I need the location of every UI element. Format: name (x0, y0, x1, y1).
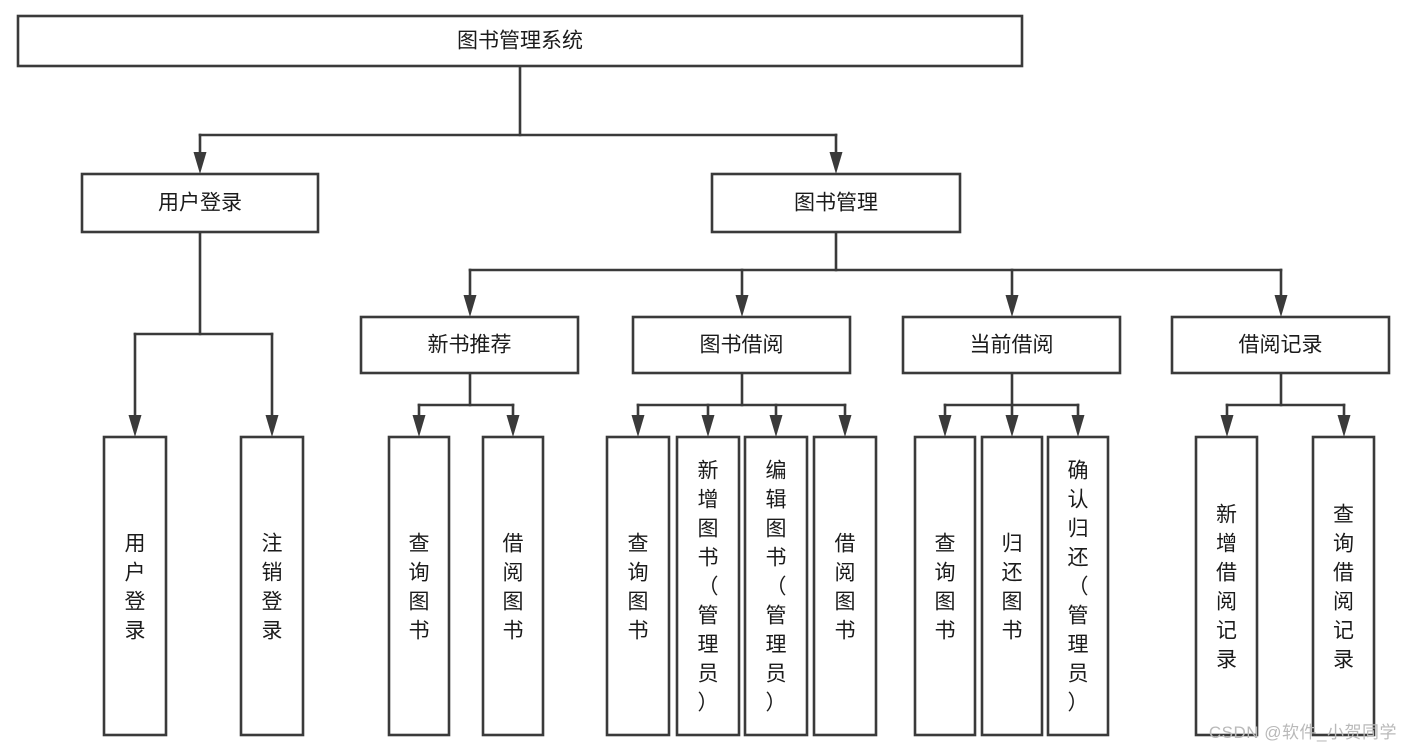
node-borrow-record[interactable]: 借阅记录 (1170, 315, 1391, 375)
node-label-leaf-add-book: 新增图书（管理员） (698, 460, 719, 715)
arrow-head-user-login (193, 152, 207, 174)
arrow-head-book-manage (829, 152, 843, 174)
arrow-head-leaf-add-record (1220, 415, 1234, 437)
node-label-leaf-query-book-2: 查询图书 (628, 533, 649, 643)
arrow-head-leaf-logout (265, 415, 279, 437)
node-layer: 图书管理系统用户登录图书管理新书推荐图书借阅当前借阅借阅记录用户登录注销登录查询… (16, 14, 1391, 737)
node-box-leaf-add-record (1194, 435, 1259, 737)
arrow-head-borrow-record (1274, 295, 1288, 317)
node-box-book-manage (710, 172, 962, 234)
node-leaf-query-book-1[interactable]: 查询图书 (387, 435, 451, 737)
node-label-root: 图书管理系统 (457, 30, 583, 53)
node-root[interactable]: 图书管理系统 (16, 14, 1024, 68)
node-box-new-book-recommend (359, 315, 580, 375)
connector-layer (128, 64, 1351, 437)
node-leaf-query-book-2[interactable]: 查询图书 (605, 435, 671, 737)
arrow-head-leaf-return-book (1005, 415, 1019, 437)
node-book-borrow[interactable]: 图书借阅 (631, 315, 852, 375)
node-leaf-add-record[interactable]: 新增借阅记录 (1194, 435, 1259, 737)
node-leaf-add-book[interactable]: 新增图书（管理员） (675, 435, 741, 737)
node-box-borrow-record (1170, 315, 1391, 375)
node-leaf-borrow-book-2[interactable]: 借阅图书 (812, 435, 878, 737)
arrow-head-leaf-query-book-2 (631, 415, 645, 437)
node-box-leaf-query-book-2 (605, 435, 671, 737)
arrow-head-leaf-query-book-1 (412, 415, 426, 437)
node-label-new-book-recommend: 新书推荐 (428, 334, 512, 357)
node-label-current-borrow: 当前借阅 (970, 334, 1054, 357)
node-label-leaf-query-book-1: 查询图书 (409, 533, 430, 643)
node-box-leaf-add-book (675, 435, 741, 737)
node-label-leaf-confirm-return: 确认归还（管理员） (1068, 460, 1089, 715)
node-current-borrow[interactable]: 当前借阅 (901, 315, 1122, 375)
node-box-leaf-logout (239, 435, 305, 737)
node-box-leaf-query-book-1 (387, 435, 451, 737)
csdn-watermark: CSDN @软件_小贺同学 (1208, 723, 1397, 742)
arrow-head-leaf-query-book-3 (938, 415, 952, 437)
node-box-leaf-borrow-book-2 (812, 435, 878, 737)
arrow-head-leaf-edit-book (769, 415, 783, 437)
node-label-user-login: 用户登录 (158, 192, 242, 215)
node-label-leaf-query-record: 查询借阅记录 (1333, 504, 1354, 672)
node-box-root (16, 14, 1024, 68)
node-label-leaf-query-book-3: 查询图书 (935, 533, 956, 643)
node-label-leaf-edit-book: 编辑图书（管理员） (766, 460, 787, 715)
node-label-leaf-return-book: 归还图书 (1002, 533, 1023, 643)
node-leaf-return-book[interactable]: 归还图书 (980, 435, 1044, 737)
node-box-leaf-borrow-book-1 (481, 435, 545, 737)
node-box-leaf-user-login (102, 435, 168, 737)
node-leaf-logout[interactable]: 注销登录 (239, 435, 305, 737)
node-label-leaf-borrow-book-1: 借阅图书 (503, 533, 524, 643)
node-leaf-query-book-3[interactable]: 查询图书 (913, 435, 977, 737)
node-box-leaf-return-book (980, 435, 1044, 737)
node-box-user-login (80, 172, 320, 234)
node-box-leaf-query-book-3 (913, 435, 977, 737)
node-label-leaf-logout: 注销登录 (262, 533, 283, 643)
node-leaf-borrow-book-1[interactable]: 借阅图书 (481, 435, 545, 737)
node-new-book-recommend[interactable]: 新书推荐 (359, 315, 580, 375)
arrow-head-leaf-borrow-book-1 (506, 415, 520, 437)
node-box-leaf-edit-book (743, 435, 809, 737)
arrow-head-leaf-query-record (1337, 415, 1351, 437)
node-leaf-query-record[interactable]: 查询借阅记录 (1311, 435, 1376, 737)
arrow-head-leaf-user-login (128, 415, 142, 437)
node-label-book-manage: 图书管理 (794, 192, 878, 215)
node-leaf-confirm-return[interactable]: 确认归还（管理员） (1046, 435, 1110, 737)
node-label-leaf-borrow-book-2: 借阅图书 (835, 533, 856, 643)
node-book-manage[interactable]: 图书管理 (710, 172, 962, 234)
arrow-head-current-borrow (1005, 295, 1019, 317)
arrow-head-new-book-recommend (463, 295, 477, 317)
arrow-head-leaf-add-book (701, 415, 715, 437)
arrow-head-leaf-borrow-book-2 (838, 415, 852, 437)
node-box-book-borrow (631, 315, 852, 375)
node-leaf-edit-book[interactable]: 编辑图书（管理员） (743, 435, 809, 737)
node-user-login[interactable]: 用户登录 (80, 172, 320, 234)
node-label-book-borrow: 图书借阅 (700, 334, 784, 357)
node-label-leaf-user-login: 用户登录 (125, 533, 146, 643)
node-label-borrow-record: 借阅记录 (1239, 334, 1323, 357)
node-leaf-user-login[interactable]: 用户登录 (102, 435, 168, 737)
arrow-head-book-borrow (735, 295, 749, 317)
node-box-leaf-confirm-return (1046, 435, 1110, 737)
node-box-current-borrow (901, 315, 1122, 375)
node-box-leaf-query-record (1311, 435, 1376, 737)
node-label-leaf-add-record: 新增借阅记录 (1216, 504, 1237, 672)
arrow-head-leaf-confirm-return (1071, 415, 1085, 437)
